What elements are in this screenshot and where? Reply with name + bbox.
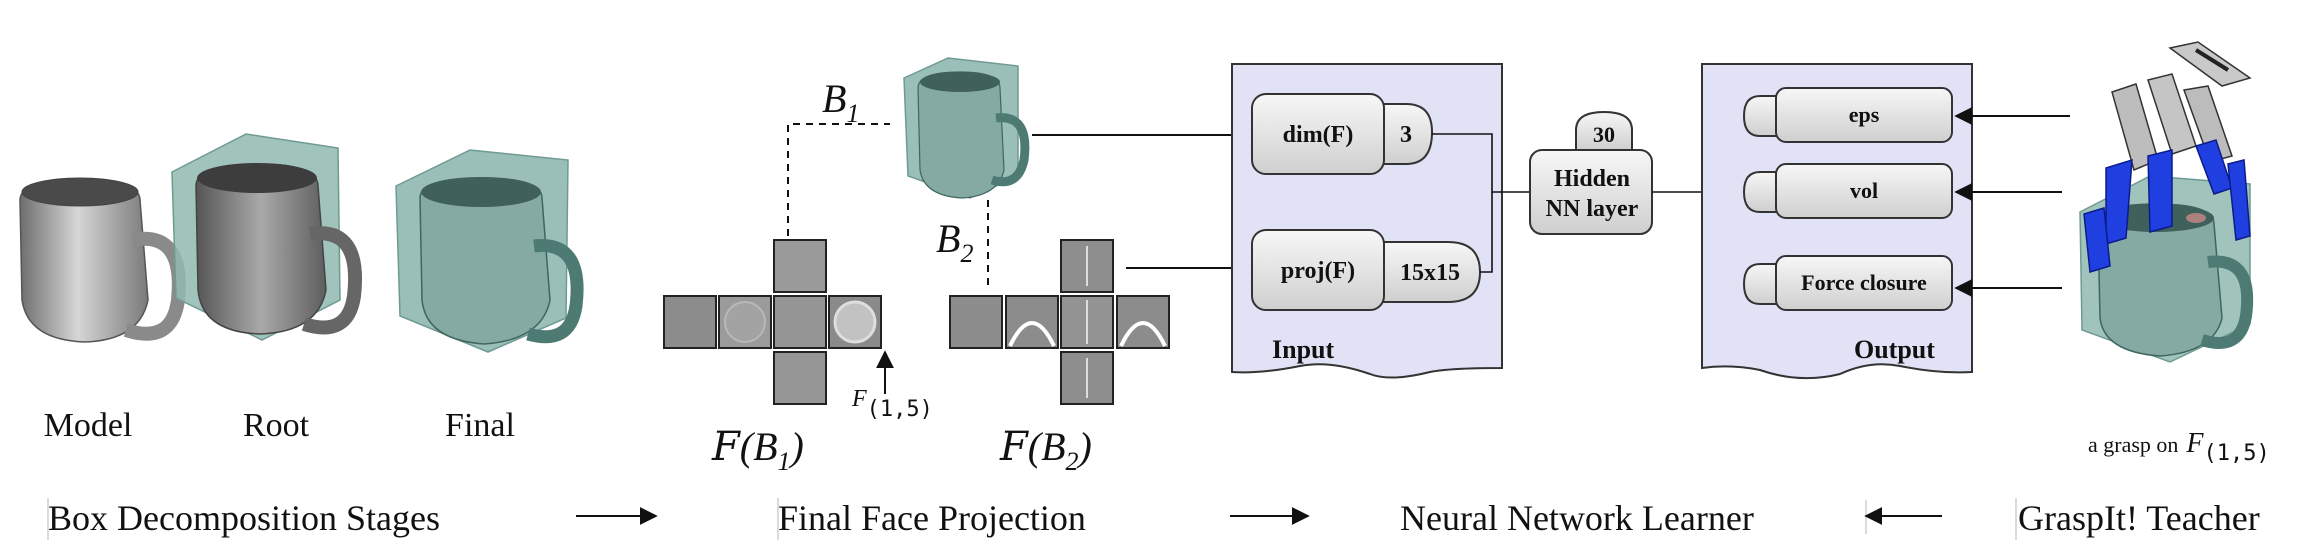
- dim-label: dim(F): [1283, 122, 1354, 148]
- output-title: Output: [1854, 335, 1935, 364]
- dim-value: 3: [1400, 122, 1412, 148]
- link-proj-hidden: [1480, 192, 1493, 273]
- output-vol-node: vol: [1742, 163, 1953, 219]
- net-b2-face-1: [949, 295, 1003, 349]
- model-mug: [19, 177, 186, 343]
- link-dim-hidden: [1432, 133, 1530, 193]
- stage-label-root: Root: [243, 407, 310, 444]
- input-title: Input: [1272, 335, 1334, 364]
- pipeline-stage-2: Final Face Projection: [778, 498, 1086, 538]
- net-b1-face-top: [773, 239, 827, 293]
- b2-label: B2: [936, 216, 973, 268]
- net-b1-face-bottom: [773, 351, 827, 405]
- stage-label-final: Final: [445, 407, 515, 444]
- final-mug: [419, 177, 584, 345]
- face-pointer-label: F(1,5): [851, 386, 933, 422]
- net-b1-face-1: [663, 295, 717, 349]
- output-eps-node: eps: [1742, 87, 1953, 143]
- fb2-label: F(B2): [999, 424, 1092, 476]
- pipeline-stage-4: GraspIt! Teacher: [2018, 498, 2260, 538]
- proj-node: proj(F) 15x15: [1251, 229, 1482, 311]
- stage-label-model: Model: [44, 407, 133, 444]
- proj-label: proj(F): [1281, 258, 1355, 284]
- root-mug: [195, 163, 362, 335]
- output-closure-label: Force closure: [1801, 270, 1927, 295]
- output-closure-node: Force closure: [1742, 255, 1953, 311]
- robot-hand: [2083, 41, 2252, 273]
- projected-box-mug: [903, 57, 1030, 199]
- face-net-b2: [949, 239, 1170, 405]
- b1-label: B1: [822, 76, 859, 128]
- dim-node: dim(F) 3: [1251, 93, 1434, 175]
- net-b1-face-3: [773, 295, 827, 349]
- pipeline-stage-3: Neural Network Learner: [1400, 498, 1754, 538]
- hidden-count: 30: [1593, 122, 1615, 147]
- fb1-label: F(B1): [711, 424, 804, 476]
- hidden-label-1: Hidden: [1554, 166, 1630, 192]
- output-vol-label: vol: [1850, 178, 1878, 203]
- hidden-label-2: NN layer: [1546, 196, 1639, 222]
- face-net-b1: [663, 239, 882, 405]
- proj-value: 15x15: [1400, 260, 1460, 286]
- output-eps-label: eps: [1849, 102, 1880, 127]
- pipeline-stage-1: Box Decomposition Stages: [48, 498, 440, 538]
- hidden-layer-node: 30 Hidden NN layer: [1529, 110, 1653, 235]
- b1-connector: [787, 123, 890, 236]
